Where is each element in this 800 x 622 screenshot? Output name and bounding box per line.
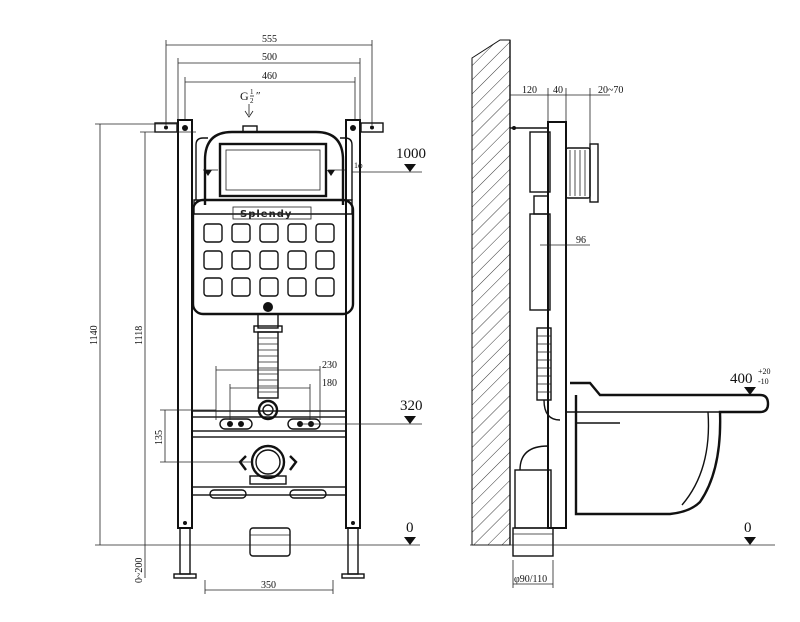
frame-crossbars <box>191 410 347 499</box>
bowl-tol-lower: -10 <box>758 377 769 386</box>
front-top-dimensions: 555 500 460 <box>165 34 373 125</box>
side-top-dimensions: 120 40 20~70 <box>510 85 623 145</box>
side-view: 120 40 20~70 96 <box>470 39 775 588</box>
dim-350: 350 <box>261 580 276 591</box>
thread-g: G <box>240 89 249 103</box>
dim-230: 230 <box>322 360 337 371</box>
dim-20-70: 20~70 <box>598 85 623 96</box>
frame-feet <box>173 527 365 579</box>
toilet-bowl <box>566 381 770 516</box>
level-0-side: 0 <box>744 520 752 536</box>
thread-suffix: ″ <box>256 90 261 102</box>
brand-label: Splendy <box>240 209 292 220</box>
flush-symbol: 1φ <box>354 161 363 170</box>
level-markers-side: 0 400 +20 -10 <box>730 367 771 545</box>
dim-1118: 1118 <box>134 326 145 345</box>
side-bottom-outlet: φ90/110 <box>512 527 554 588</box>
dim-180: 180 <box>322 378 337 389</box>
dim-120: 120 <box>522 85 537 96</box>
dim-135: 135 <box>154 430 165 445</box>
bottom-outlet <box>249 527 291 557</box>
thread-label: G 1 2 ″ <box>240 88 261 118</box>
level-1000: 1000 <box>396 146 426 162</box>
level-0-front: 0 <box>406 520 414 536</box>
side-frame: 96 <box>510 121 599 529</box>
drain-connector <box>238 444 298 485</box>
wall-section <box>471 39 511 546</box>
cistern <box>191 125 355 316</box>
level-markers-front: 1000 1φ 320 0 <box>300 146 426 545</box>
dim-96: 96 <box>576 235 586 246</box>
thread-den: 2 <box>250 97 254 105</box>
pipe-dimensions: 230 180 <box>215 360 337 420</box>
dim-outlet: φ90/110 <box>514 574 547 585</box>
bowl-tol-upper: +20 <box>758 367 771 376</box>
level-320: 320 <box>400 398 423 414</box>
dim-500: 500 <box>262 52 277 63</box>
dim-40: 40 <box>553 85 563 96</box>
dim-460: 460 <box>262 71 277 82</box>
thread-num: 1 <box>250 88 254 96</box>
front-view: 555 500 460 G 1 2 ″ <box>89 34 426 594</box>
dim-1140: 1140 <box>89 325 100 345</box>
dim-555: 555 <box>262 34 277 45</box>
height-dimensions: 1140 1118 0~200 <box>89 123 196 583</box>
bowl-level: 400 <box>730 371 753 387</box>
flush-pipe <box>253 313 283 421</box>
cistern-panel-grid <box>203 223 335 312</box>
dim-foot: 0~200 <box>134 558 145 583</box>
